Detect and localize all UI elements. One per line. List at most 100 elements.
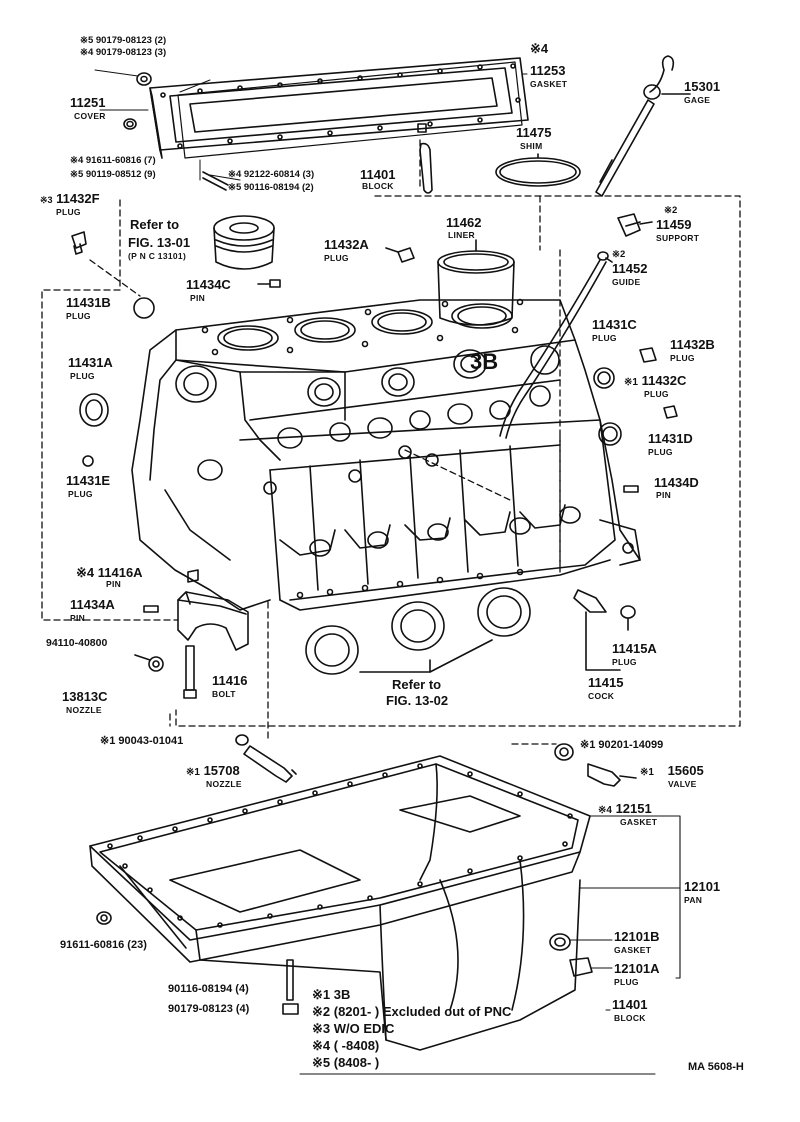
ref-fig-13-01-line3: (P N C 13101) <box>128 251 187 261</box>
label-12101a-name: PLUG <box>614 977 639 987</box>
label-90043: ※1 90043-01041 <box>100 735 184 747</box>
note-ref-11401-name: BLOCK <box>614 1013 646 1023</box>
label-11432a-name: PLUG <box>324 253 349 263</box>
label-11415a-name: PLUG <box>612 657 637 667</box>
label-11431c-name: PLUG <box>592 333 617 343</box>
label-94110: 94110-40800 <box>46 637 108 649</box>
nozzle-13813c <box>134 654 164 672</box>
label-11432a: 11432A <box>324 237 369 252</box>
label-11475-name: SHIM <box>520 141 543 151</box>
leader-lines-top <box>94 69 528 181</box>
plug-11431e <box>82 455 94 467</box>
label-11434d: 11434D <box>654 475 699 490</box>
label-15301: 15301 <box>684 79 721 94</box>
label-11431e: 11431E <box>66 473 111 488</box>
label-15605: ※1 15605 <box>640 763 704 778</box>
label-11431e-name: PLUG <box>68 489 93 499</box>
label-11452: 11452 <box>612 261 648 276</box>
label-11415a: 11415A <box>612 641 657 656</box>
label-11432b-name: PLUG <box>670 353 695 363</box>
ref-fig-13-02-line1: Refer to <box>392 677 442 692</box>
label-90116-a: ※5 90116-08194 (2) <box>228 182 314 193</box>
plug-11431a <box>79 393 109 427</box>
note-3: ※3 W/O EDIC <box>312 1021 395 1036</box>
pan-fasteners <box>96 911 593 1015</box>
label-15301-name: GAGE <box>684 95 711 105</box>
label-90116-b: 90116-08194 (4) <box>168 983 249 995</box>
note-5: ※5 (8408- ) <box>312 1055 380 1070</box>
note-ref-11401: 11401 <box>612 997 648 1012</box>
label-11434c: 11434C <box>186 277 231 292</box>
label-12101b: 12101B <box>614 929 660 944</box>
label-11475: 11475 <box>516 125 552 140</box>
liner-shim <box>495 153 581 187</box>
label-13813c: 13813C <box>62 689 108 704</box>
gage-guide <box>499 251 613 439</box>
label-15708: ※1 15708 <box>186 763 240 778</box>
label-11416a-name: PIN <box>106 579 122 589</box>
label-90201: ※1 90201-14099 <box>580 739 664 751</box>
label-11416-name: BOLT <box>212 689 236 699</box>
dashed-outline <box>41 139 741 745</box>
note-4: ※4 ( -8408) <box>312 1038 380 1053</box>
label-11459-name: SUPPORT <box>656 233 700 243</box>
label-11253: 11253 <box>530 63 566 78</box>
plug-11432b <box>639 347 657 363</box>
plug-11432c <box>663 405 678 419</box>
pin-11434d <box>623 485 639 493</box>
label-91611-a1: ※4 91611-60816 (7) <box>70 155 156 166</box>
label-11459-mark: ※2 <box>664 205 678 216</box>
label-11432f-name: PLUG <box>56 207 81 217</box>
ref-fig-13-01-line2: FIG. 13-01 <box>128 235 191 250</box>
plug-11431b <box>133 297 155 319</box>
label-11434a: 11434A <box>70 597 115 612</box>
cover-gasket <box>177 61 523 159</box>
label-11401-top: 11401 <box>360 167 396 182</box>
label-11432f: ※3 11432F <box>40 191 100 206</box>
label-11415-name: COCK <box>588 691 615 701</box>
label-11416a: ※4 11416A <box>76 565 143 580</box>
label-12101-name: PAN <box>684 895 703 905</box>
note-1: ※1 3B <box>312 987 351 1002</box>
pin-11434c <box>257 279 281 288</box>
diagram-id: MA 5608-H <box>688 1061 744 1073</box>
cylinder-block: 3B <box>131 298 641 611</box>
svg-text:3B: 3B <box>470 349 498 374</box>
cover-fasteners <box>123 72 433 194</box>
label-11434a-name: PIN <box>70 613 86 623</box>
label-11253-mark: ※4 <box>530 41 549 56</box>
label-11251-name: COVER <box>74 111 106 121</box>
label-11431b-name: PLUG <box>66 311 91 321</box>
label-11459: 11459 <box>656 217 692 232</box>
ref-fig-13-02-line2: FIG. 13-02 <box>386 693 449 708</box>
cylinder-head-cover <box>149 57 529 159</box>
label-11434c-name: PIN <box>190 293 206 303</box>
label-11415: 11415 <box>588 675 624 690</box>
label-13813c-name: NOZZLE <box>66 705 102 715</box>
oil-level-gage <box>595 55 691 197</box>
label-90179-b: 90179-08123 (4) <box>168 1003 250 1015</box>
plug-11432a <box>385 247 415 263</box>
plug-11431c <box>593 367 615 389</box>
label-11431d: 11431D <box>648 431 693 446</box>
label-11432b: 11432B <box>670 337 715 352</box>
piston <box>213 215 275 270</box>
label-12101: 12101 <box>684 879 721 894</box>
oil-nozzle-15708 <box>235 734 297 783</box>
label-15708-name: NOZZLE <box>206 779 242 789</box>
label-11401-top-name: BLOCK <box>362 181 394 191</box>
label-15605-name: VALVE <box>668 779 697 789</box>
guide-support <box>617 213 653 237</box>
label-11253-name: GASKET <box>530 79 568 89</box>
label-12101b-name: GASKET <box>614 945 652 955</box>
label-11462-name: LINER <box>448 230 475 240</box>
label-92122: ※4 92122-60814 (3) <box>228 169 315 180</box>
drain-cock <box>573 589 636 671</box>
label-11432c-name: PLUG <box>644 389 669 399</box>
label-11434d-name: PIN <box>656 490 672 500</box>
label-11416: 11416 <box>212 673 248 688</box>
label-11431a-name: PLUG <box>70 371 95 381</box>
main-bearings <box>305 587 531 675</box>
label-11431a: 11431A <box>68 355 113 370</box>
